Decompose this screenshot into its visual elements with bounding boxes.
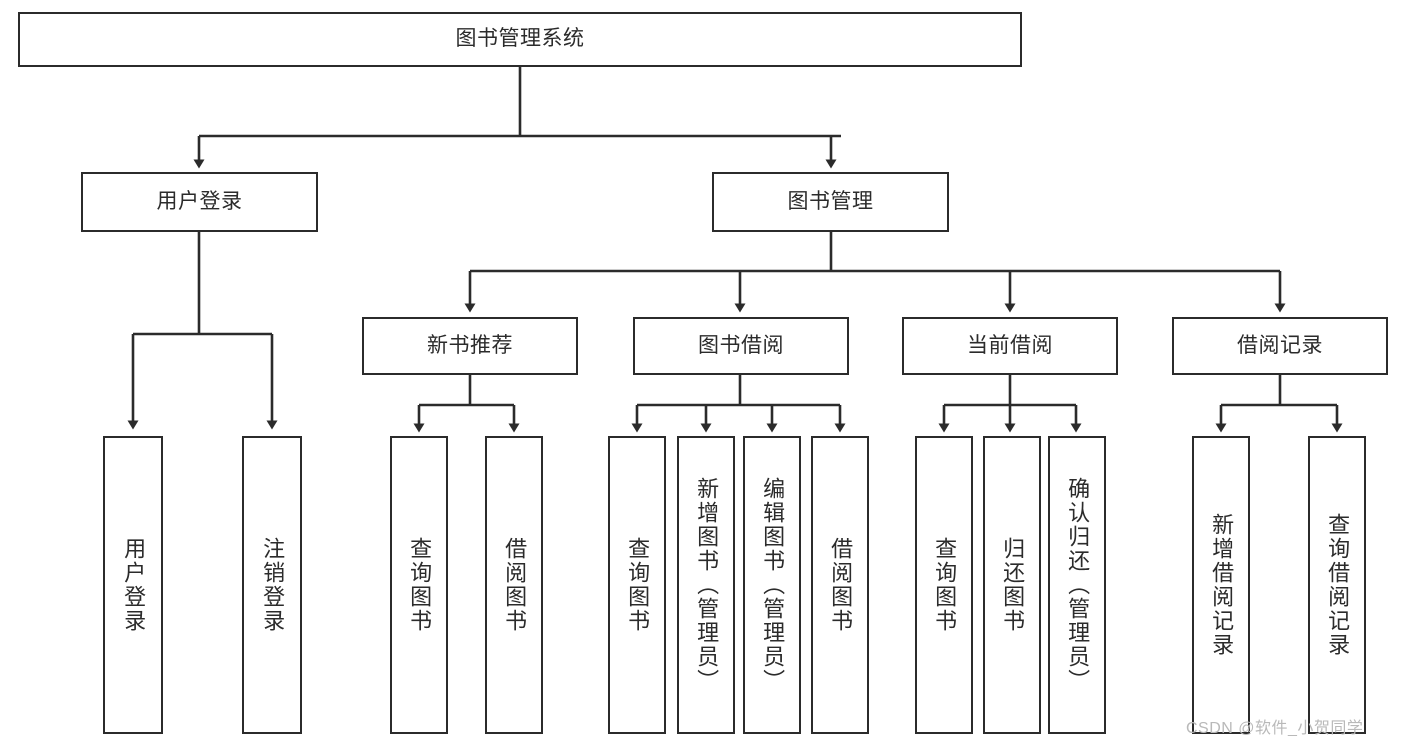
node-root[interactable]: 图书管理系统 <box>18 12 1022 67</box>
leaf-return-book-label: 归还图书 <box>1000 537 1026 633</box>
leaf-edit-book[interactable]: 编辑图书（管理员） <box>743 436 801 734</box>
leaf-query-book-1-label: 查询图书 <box>407 537 433 633</box>
node-book-manage-label: 图书管理 <box>787 189 874 213</box>
node-root-label: 图书管理系统 <box>455 27 585 51</box>
leaf-confirm-return[interactable]: 确认归还（管理员） <box>1048 436 1106 734</box>
node-new-book-recommend-label: 新书推荐 <box>427 333 513 357</box>
node-user-login-label: 用户登录 <box>156 189 243 213</box>
leaf-query-book-2[interactable]: 查询图书 <box>608 436 666 734</box>
leaf-query-book-1[interactable]: 查询图书 <box>390 436 448 734</box>
leaf-user-login-label: 用户登录 <box>121 537 147 633</box>
leaf-query-book-2-label: 查询图书 <box>625 537 651 633</box>
leaf-query-book-3-label: 查询图书 <box>932 537 958 633</box>
node-current-borrow[interactable]: 当前借阅 <box>902 317 1118 375</box>
leaf-query-book-3[interactable]: 查询图书 <box>915 436 973 734</box>
leaf-borrow-book-1[interactable]: 借阅图书 <box>485 436 543 734</box>
leaf-user-login[interactable]: 用户登录 <box>103 436 163 734</box>
leaf-confirm-return-label: 确认归还（管理员） <box>1065 477 1091 693</box>
node-book-borrow[interactable]: 图书借阅 <box>633 317 849 375</box>
leaf-add-book[interactable]: 新增图书（管理员） <box>677 436 735 734</box>
leaf-query-record[interactable]: 查询借阅记录 <box>1308 436 1366 734</box>
leaf-logout-login[interactable]: 注销登录 <box>242 436 302 734</box>
node-user-login[interactable]: 用户登录 <box>81 172 318 232</box>
watermark: CSDN @软件_小贺同学 <box>1186 720 1364 737</box>
leaf-borrow-book-2-label: 借阅图书 <box>828 537 854 633</box>
node-book-manage[interactable]: 图书管理 <box>712 172 949 232</box>
leaf-add-record-label: 新增借阅记录 <box>1209 513 1235 657</box>
leaf-logout-login-label: 注销登录 <box>260 537 286 633</box>
node-current-borrow-label: 当前借阅 <box>967 333 1053 357</box>
node-borrow-record-label: 借阅记录 <box>1237 333 1323 357</box>
leaf-borrow-book-2[interactable]: 借阅图书 <box>811 436 869 734</box>
leaf-add-record[interactable]: 新增借阅记录 <box>1192 436 1250 734</box>
leaf-borrow-book-1-label: 借阅图书 <box>502 537 528 633</box>
node-borrow-record[interactable]: 借阅记录 <box>1172 317 1388 375</box>
leaf-edit-book-label: 编辑图书（管理员） <box>760 477 786 693</box>
node-book-borrow-label: 图书借阅 <box>698 333 784 357</box>
leaf-return-book[interactable]: 归还图书 <box>983 436 1041 734</box>
leaf-add-book-label: 新增图书（管理员） <box>694 477 720 693</box>
leaf-query-record-label: 查询借阅记录 <box>1325 513 1351 657</box>
node-new-book-recommend[interactable]: 新书推荐 <box>362 317 578 375</box>
